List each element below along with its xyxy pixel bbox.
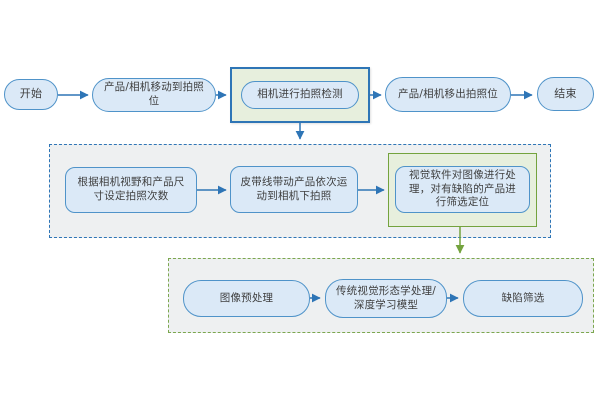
node-defect-screening: 缺陷筛选: [463, 280, 583, 317]
node-set-shot-count: 根据相机视野和产品尺寸设定拍照次数: [65, 167, 197, 213]
node-end: 结束: [537, 77, 594, 111]
node-camera-inspection: 相机进行拍照检测: [241, 81, 359, 109]
node-start: 开始: [4, 79, 58, 110]
node-morphology-deep-learning: 传统视觉形态学处理/深度学习模型: [325, 279, 447, 318]
node-move-to-photo-position: 产品/相机移动到拍照位: [92, 78, 216, 112]
node-image-preprocessing: 图像预处理: [183, 280, 310, 317]
node-vision-software-processing: 视觉软件对图像进行处理，对有缺陷的产品进行筛选定位: [395, 166, 530, 213]
node-move-out-photo-position: 产品/相机移出拍照位: [385, 77, 511, 112]
node-belt-moves-product: 皮带线带动产品依次运动到相机下拍照: [230, 166, 358, 213]
